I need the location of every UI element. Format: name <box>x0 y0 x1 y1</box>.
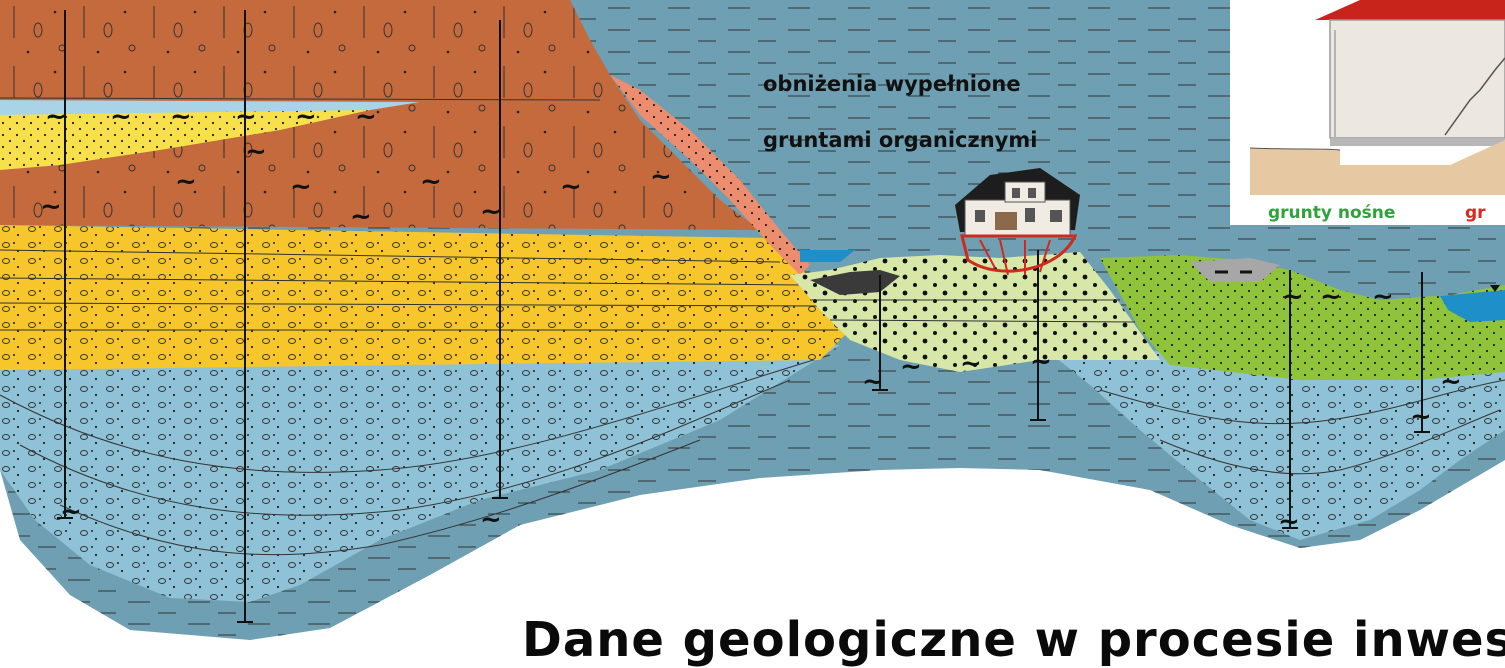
annotation-line-2: gruntami organicznymi <box>763 128 1037 152</box>
svg-text:~: ~ <box>170 102 192 132</box>
inset-panel <box>1230 0 1505 225</box>
svg-text:~: ~ <box>245 137 267 167</box>
svg-text:~: ~ <box>290 172 312 202</box>
svg-text:~: ~ <box>350 202 372 232</box>
svg-text:~: ~ <box>1410 402 1432 432</box>
weak-soil-label: gr <box>1465 203 1486 223</box>
annotation-line-1: obniżenia wypełnione <box>763 72 1021 96</box>
svg-text:~: ~ <box>355 102 377 132</box>
page-caption: Dane geologiczne w procesie inwesty <box>522 612 1505 668</box>
svg-text:~: ~ <box>1030 347 1052 377</box>
svg-text:~: ~ <box>1282 282 1304 312</box>
svg-text:~: ~ <box>45 102 67 132</box>
bearing-soil-label: grunty nośne <box>1268 203 1395 223</box>
svg-text:~: ~ <box>1320 282 1342 312</box>
svg-text:~: ~ <box>650 162 672 192</box>
svg-text:~: ~ <box>1278 507 1300 537</box>
svg-text:~: ~ <box>960 349 982 379</box>
svg-text:~: ~ <box>560 172 582 202</box>
svg-text:~: ~ <box>40 192 62 222</box>
geological-cross-section: ~~~ ~~~ ~~~ ~~~ ~~~ ~~~ ~~~ ~~~ ~~~ <box>0 0 1505 648</box>
svg-text:~: ~ <box>60 497 82 527</box>
svg-text:~: ~ <box>110 102 132 132</box>
svg-text:~: ~ <box>1372 282 1394 312</box>
yellow-sand-layer <box>0 225 845 370</box>
svg-text:~: ~ <box>175 167 197 197</box>
svg-text:~: ~ <box>480 197 502 227</box>
svg-text:~: ~ <box>480 505 502 535</box>
svg-text:~: ~ <box>900 352 922 382</box>
svg-text:~: ~ <box>1440 367 1462 397</box>
svg-text:~: ~ <box>295 102 317 132</box>
svg-text:~: ~ <box>420 167 442 197</box>
